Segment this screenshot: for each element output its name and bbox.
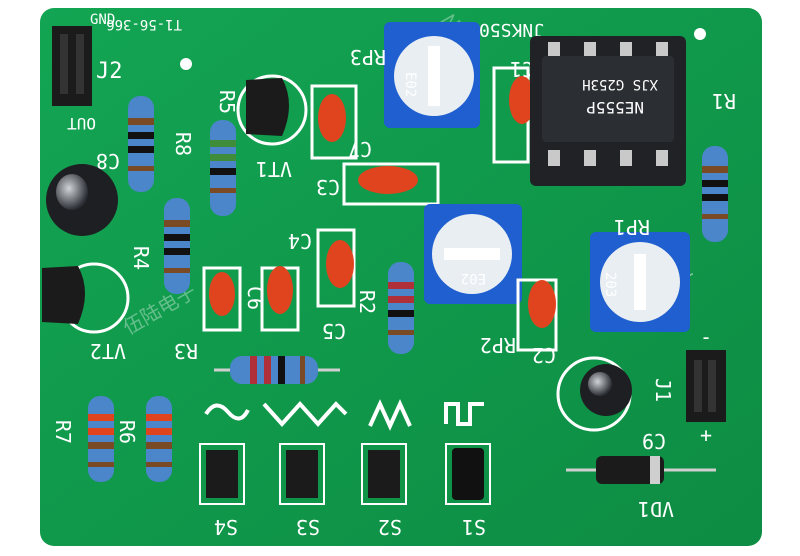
rp2-code: E02 — [461, 270, 486, 286]
r3-resistor — [214, 356, 340, 384]
r8-resistor — [128, 96, 154, 192]
label-r3: R3 — [174, 339, 198, 363]
sawtooth-wave-icon — [368, 399, 412, 431]
label-vt1: VT1 — [256, 157, 292, 181]
j1-connector — [686, 350, 726, 422]
label-c1: C1 — [510, 57, 534, 81]
header-code: T1-56-366 — [106, 16, 182, 32]
r6-resistor — [146, 396, 172, 482]
c1-capacitor — [492, 66, 535, 164]
label-r7: R7 — [51, 420, 75, 444]
label-r4: R4 — [129, 246, 153, 270]
sine-wave-icon — [204, 403, 250, 421]
r5-resistor — [210, 120, 236, 216]
label-rp3: RP3 — [350, 45, 386, 69]
ic-marking-2: XJS G253H — [582, 76, 658, 92]
s3-jumper — [279, 443, 325, 505]
s2-jumper — [361, 443, 407, 505]
r4-resistor — [164, 198, 190, 294]
label-c2: C2 — [532, 343, 556, 367]
mounting-hole — [180, 58, 192, 70]
label-c3: C3 — [316, 175, 340, 199]
label-c9: C9 — [642, 429, 666, 453]
label-vd1: VD1 — [638, 497, 674, 521]
c6-capacitor — [202, 266, 242, 332]
label-j2: J2 — [96, 59, 123, 84]
vt2-transistor — [42, 262, 130, 334]
label-j1-minus: - — [700, 325, 712, 349]
label-r8: R8 — [171, 132, 195, 156]
label-r1: R1 — [712, 89, 736, 113]
label-c8: C8 — [96, 149, 120, 173]
label-s1: S1 — [462, 515, 486, 539]
label-vt2: VT2 — [90, 339, 126, 363]
c7-capacitor — [310, 84, 358, 160]
rp3-potentiometer: E02 — [384, 22, 480, 128]
rp3-code: E02 — [402, 72, 418, 97]
label-c7: C7 — [348, 137, 372, 161]
label-out: OUT — [67, 114, 96, 133]
label-c5: C5 — [322, 319, 346, 343]
c3-capacitor — [342, 162, 440, 206]
label-r2: R2 — [355, 290, 379, 314]
c9-capacitor — [556, 356, 632, 432]
mounting-hole — [694, 28, 706, 40]
rp2-potentiometer: E02 — [424, 204, 522, 304]
label-r6: R6 — [115, 420, 139, 444]
label-c4: C4 — [288, 229, 312, 253]
label-rp1: RP1 — [614, 215, 650, 239]
square-wave-icon — [444, 402, 484, 426]
label-r5: R5 — [215, 90, 239, 114]
header-gnd: GND — [90, 12, 115, 28]
c8-capacitor — [46, 164, 118, 236]
label-rp2: RP2 — [480, 333, 516, 357]
vt1-transistor — [236, 74, 308, 146]
triangle-wave-icon — [262, 401, 348, 427]
rp1-code: 203 — [602, 272, 618, 297]
header-model: JNKS508 — [468, 19, 544, 40]
vd1-diode — [566, 456, 716, 484]
ne555-ic: NE555P XJS G253H — [530, 36, 686, 186]
label-s3: S3 — [296, 515, 320, 539]
rp1-potentiometer: 203 — [590, 232, 690, 332]
r2-resistor — [388, 262, 414, 354]
label-s4: S4 — [214, 515, 238, 539]
s1-jumper — [445, 443, 491, 505]
r1-resistor — [702, 146, 728, 242]
label-s2: S2 — [378, 515, 402, 539]
c2-capacitor — [516, 278, 558, 352]
ic-marking-1: NE555P — [586, 98, 644, 117]
label-j1: J1 — [651, 378, 675, 402]
s4-jumper — [199, 443, 245, 505]
c5-capacitor — [260, 266, 300, 332]
c4-capacitor — [316, 228, 356, 308]
label-j1-plus: + — [700, 423, 712, 447]
j2-connector — [52, 26, 92, 106]
r7-resistor — [88, 396, 114, 482]
